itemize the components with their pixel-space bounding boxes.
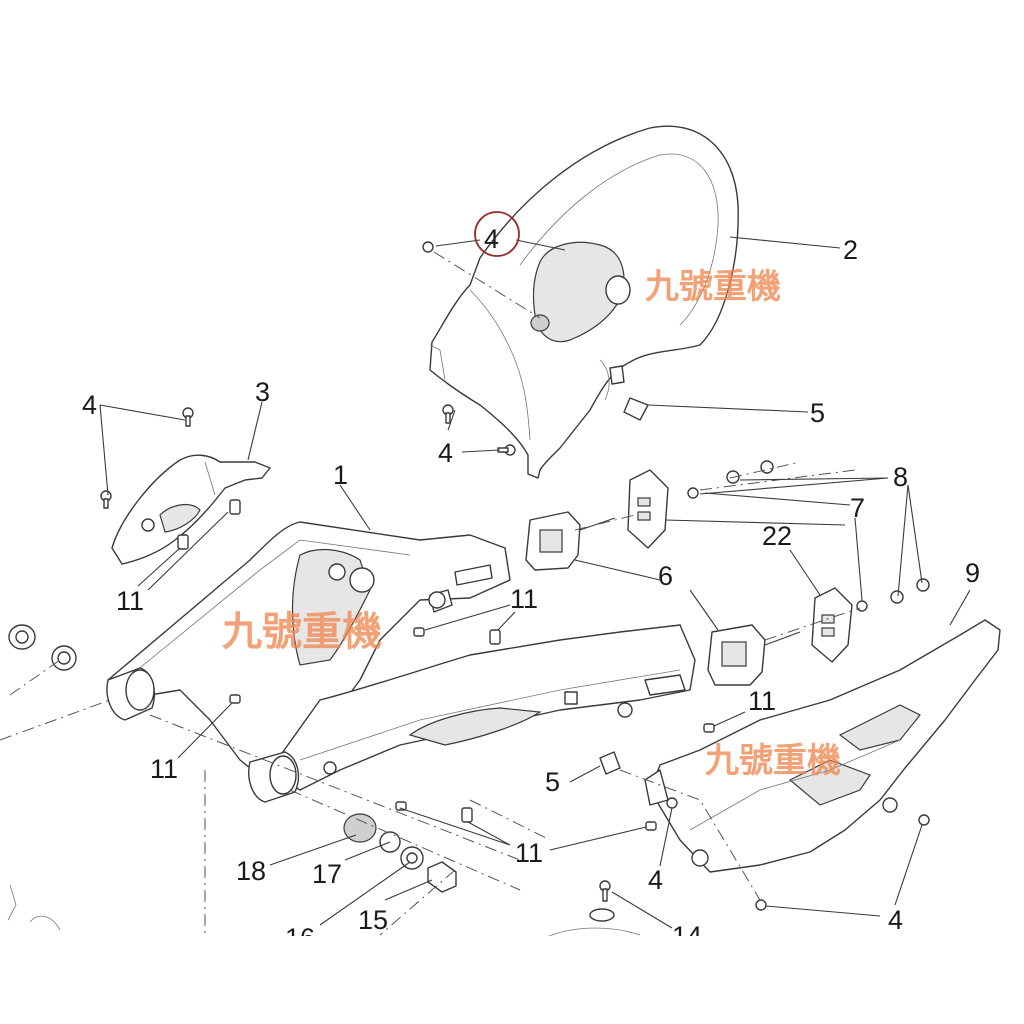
callout-2: 2: [843, 235, 858, 265]
callout-22: 22: [762, 521, 792, 551]
callout-5-top: 5: [810, 398, 825, 428]
chain-adjuster-upper: [525, 511, 616, 571]
watermark-top: 九號重機: [645, 267, 781, 307]
callout-11-lower-left: 11: [150, 754, 178, 784]
callout-15: 15: [358, 905, 388, 935]
watermarks: 九號重機 九號重機 九號重機: [222, 267, 841, 781]
swingarm: [106, 521, 696, 803]
callout-4-fender: 4: [438, 438, 453, 468]
callout-5-bottom: 5: [545, 767, 560, 797]
callout-4-guard: 4: [648, 865, 663, 895]
chain-guard: [644, 619, 1001, 873]
callout-9: 9: [965, 558, 980, 588]
callout-6: 6: [658, 561, 673, 591]
callout-11-mid: 11: [510, 584, 538, 614]
callout-8: 8: [893, 462, 908, 492]
callout-4-left: 4: [82, 390, 97, 420]
callout-3: 3: [255, 377, 270, 407]
rear-fender: [429, 125, 739, 479]
watermark-right: 九號重機: [705, 741, 841, 781]
callout-11-left: 11: [116, 586, 144, 616]
callout-4-bottom-right: 4: [888, 905, 903, 935]
assembly-axis-lines: [0, 251, 861, 941]
watermark-center: 九號重機: [222, 609, 382, 655]
highlight-circle: [474, 211, 520, 257]
chain-adjuster-plate-lower: [811, 587, 853, 663]
callout-4-top: 4: [484, 224, 499, 254]
callout-17: 17: [312, 859, 342, 889]
leader-lines: [99, 236, 971, 929]
callout-18: 18: [236, 856, 266, 886]
callout-11-right: 11: [748, 686, 776, 716]
chain-adjuster-lower: [707, 624, 801, 686]
callout-1: 1: [333, 460, 348, 490]
chain-adjuster-plate-upper: [627, 469, 669, 549]
callout-7: 7: [850, 493, 865, 523]
bracket: [111, 454, 271, 565]
callout-11-bottom: 11: [515, 838, 543, 868]
fasteners: [8, 241, 930, 922]
bottom-blank-area: [0, 936, 1024, 1024]
